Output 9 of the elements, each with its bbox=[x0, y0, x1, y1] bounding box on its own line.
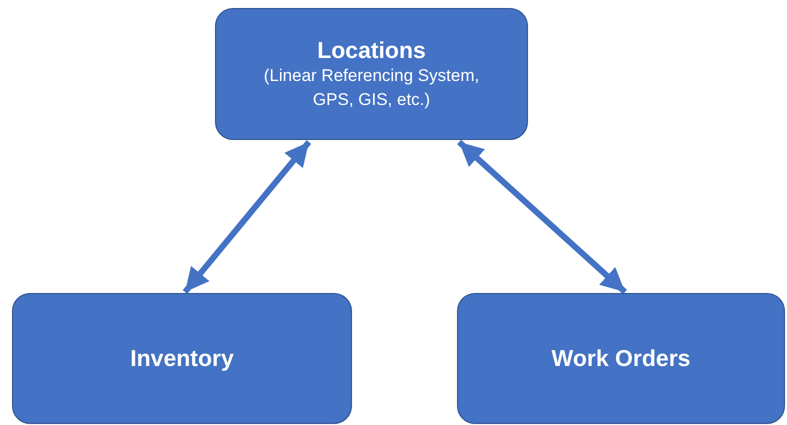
double-headed-arrow bbox=[182, 140, 312, 294]
rounded-box bbox=[215, 8, 528, 140]
box-title: Inventory bbox=[130, 345, 234, 372]
rounded-box bbox=[457, 293, 785, 424]
rounded-box bbox=[12, 293, 352, 424]
box-subtitle: (Linear Referencing System, GPS, GIS, etc.) bbox=[262, 64, 480, 110]
box-title: Work Orders bbox=[552, 345, 690, 372]
box-title: Locations bbox=[317, 36, 426, 64]
double-headed-arrow bbox=[457, 140, 628, 294]
